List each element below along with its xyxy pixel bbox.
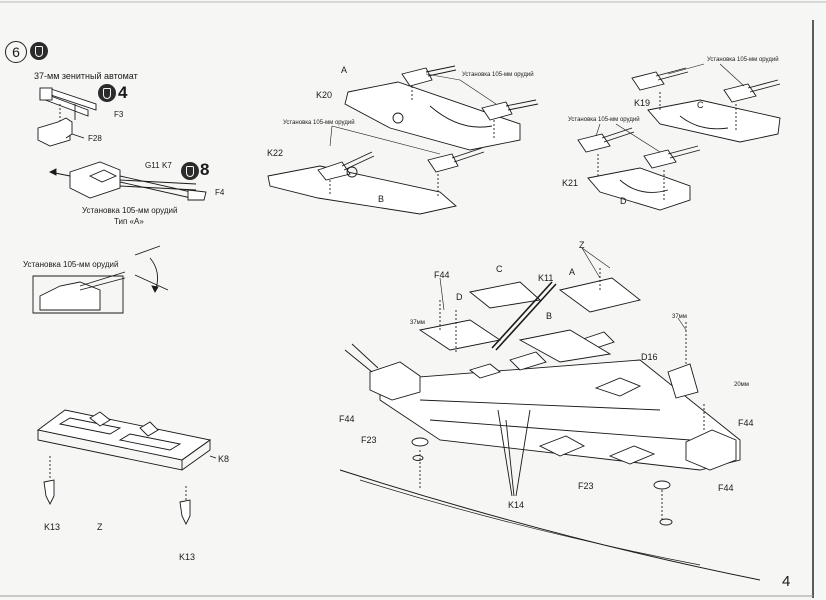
aa-gun-title: 37-мм зенитный автомат [34, 71, 138, 81]
callout-37mm-left: 37мм [410, 320, 425, 326]
callout-mount-105-a: Установка 105-мм орудий [462, 72, 534, 78]
callout-mount-105-d: Установка 105-мм орудий [568, 117, 640, 123]
ship-letter-d: D [456, 292, 463, 302]
callout-mount-105-c: Установка 105-мм орудий [707, 57, 779, 63]
ship-letter-b: B [546, 311, 553, 321]
part-k14: K14 [508, 500, 525, 510]
ship-letter-c: C [496, 264, 503, 274]
part-f44-a: F44 [434, 270, 450, 280]
part-f28: F28 [88, 134, 102, 143]
elevation-diagram [32, 245, 169, 314]
part-k8: K8 [218, 454, 230, 464]
step-number: 6 [5, 41, 27, 63]
elevation-caption: Установка 105-мм орудий [23, 260, 119, 269]
platform-b-drawing [267, 147, 485, 215]
mount-a-glue-count: 8 [200, 160, 210, 179]
part-f44-b: F44 [339, 414, 355, 424]
letter-b: B [378, 194, 385, 204]
part-d16: D16 [641, 352, 658, 362]
aa-gun-parts-drawing [37, 87, 97, 147]
mount-a-type: Тип «А» [114, 217, 144, 226]
part-g11: G11 [145, 161, 160, 170]
part-f44-c: F44 [738, 418, 754, 428]
letter-c: C [697, 100, 704, 110]
part-k21: K21 [562, 178, 579, 188]
aa-gun-glue-count: 4 [118, 83, 128, 102]
letter-d: D [620, 196, 627, 206]
mount-a-drawing [48, 161, 207, 201]
part-f3: F3 [114, 110, 124, 119]
hull-assembly-drawing [339, 268, 761, 581]
platform-d-drawing [577, 127, 701, 211]
part-f23-a: F23 [361, 435, 377, 445]
part-f23-b: F23 [578, 481, 594, 491]
part-f4: F4 [215, 188, 225, 197]
mount-a-caption: Установка 105-мм орудий [82, 206, 178, 215]
part-k13-left: K13 [44, 522, 61, 532]
page-number: 4 [782, 573, 791, 590]
part-k22: K22 [267, 148, 284, 158]
callout-37mm-right: 37мм [672, 314, 687, 320]
ship-letter-a: A [569, 267, 576, 277]
part-k11: K11 [538, 273, 554, 283]
letter-a: A [341, 65, 348, 75]
leader-lines [329, 63, 745, 331]
part-k7: K7 [162, 161, 172, 170]
glue-icon [30, 42, 48, 60]
platform-c-drawing [631, 67, 781, 143]
platform-a-drawing [344, 65, 539, 151]
glue-icon [181, 162, 199, 180]
part-k20: K20 [316, 90, 333, 100]
callout-mount-105-b: Установка 105-мм орудий [283, 120, 355, 126]
callout-20mm: 20мм [734, 382, 749, 388]
ship-letter-z: Z [579, 240, 585, 250]
part-f44-d: F44 [718, 483, 734, 493]
k8-frame-drawing [36, 409, 217, 526]
part-k13-right: K13 [179, 552, 196, 562]
letter-z: Z [97, 522, 103, 532]
glue-icon [98, 84, 116, 102]
part-k19: K19 [634, 98, 651, 108]
